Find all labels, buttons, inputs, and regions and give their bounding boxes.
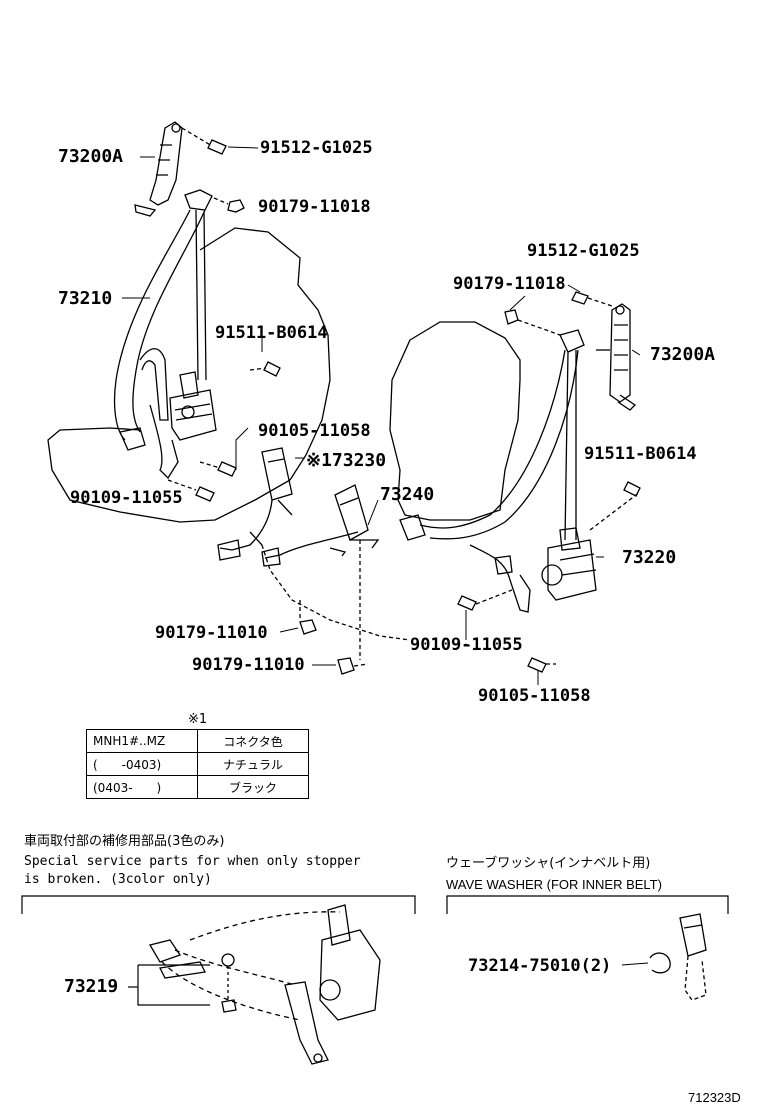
bolt-90105-right (527, 657, 547, 673)
bolt-91512-left (207, 139, 227, 155)
left-retractor (169, 371, 217, 441)
buckle-173230 (217, 447, 293, 561)
nut-90179-11018-right (504, 309, 519, 325)
left-seat-cushion (261, 544, 411, 641)
right-height-adjuster-73200A (596, 303, 637, 411)
label-90105-11058-left: 90105-11058 (258, 421, 371, 441)
table-header-row: MNH1#..MZ コネクタ色 (86, 729, 309, 753)
bolt-91511-left (263, 361, 281, 377)
right-belt-73220 (399, 329, 585, 613)
left-belt-73210 (113, 189, 213, 480)
label-91512-G1025-right: 91512-G1025 (527, 241, 640, 261)
right-seat-outline (389, 321, 521, 521)
table-cell: (0403- ) (86, 775, 198, 799)
table-row: ( -0403) ナチュラル (86, 752, 309, 776)
label-90109-11055-left: 90109-11055 (70, 488, 183, 508)
label-90105-11058-right: 90105-11058 (478, 686, 591, 706)
stopper-illustration (148, 904, 381, 1065)
wave-washer-bracket (446, 895, 729, 914)
note-service-en-1: Special service parts for when only stop… (24, 854, 361, 869)
label-90179-11018-left: 90179-11018 (258, 197, 371, 217)
bolt-90109-left (195, 486, 215, 502)
label-73200A-left: 73200A (58, 146, 124, 167)
footer-code: 712323D (688, 1090, 741, 1105)
table-header-cell: コネクタ色 (197, 729, 309, 753)
label-73200A-right: 73200A (650, 344, 716, 365)
label-73220: 73220 (622, 547, 677, 568)
nut-90179-11018-left (227, 199, 245, 213)
note-washer-jp: ウェーブワッシャ(インナベルト用) (446, 856, 651, 871)
bolt-91511-right (623, 481, 641, 497)
buckle-73240 (261, 484, 380, 567)
label-73210: 73210 (58, 288, 113, 309)
table-cell: ( -0403) (86, 752, 198, 776)
label-91511-B0614-left: 91511-B0614 (215, 323, 328, 343)
nut-90179-11010-a (299, 619, 317, 635)
table-cell: ナチュラル (197, 752, 309, 776)
label-91512-G1025-left: 91512-G1025 (260, 138, 373, 158)
left-seat-outline (47, 227, 331, 523)
label-91511-B0614-right: 91511-B0614 (584, 444, 697, 464)
connector-color-table: MNH1#..MZ コネクタ色 ( -0403) ナチュラル (0403- ) … (86, 729, 309, 799)
label-173230: ※173230 (306, 450, 387, 471)
note-service-en-2: is broken. (3color only) (24, 872, 212, 887)
label-73214-75010: 73214-75010(2) (468, 956, 612, 976)
note-washer-en: WAVE WASHER (FOR INNER BELT) (446, 877, 662, 892)
bolt-90105-left (217, 461, 237, 477)
label-90179-11010-b: 90179-11010 (192, 655, 305, 675)
table-header-cell: MNH1#..MZ (86, 729, 198, 753)
label-73219-bracket (137, 964, 210, 1006)
wave-washer-illustration (621, 913, 707, 1001)
label-90179-11010-a: 90179-11010 (155, 623, 268, 643)
label-90179-11018-right: 90179-11018 (453, 274, 566, 294)
bolt-90109-right (457, 595, 477, 611)
nut-90179-11010-b (337, 657, 355, 675)
table-cell: ブラック (197, 775, 309, 799)
label-73240: 73240 (380, 484, 435, 505)
label-73219: 73219 (64, 976, 119, 997)
bolt-91512-right (571, 291, 589, 305)
service-parts-bracket (21, 895, 416, 914)
label-90109-11055-right: 90109-11055 (410, 635, 523, 655)
left-height-adjuster-73200A (134, 121, 183, 217)
table-mark: ※1 (188, 712, 208, 727)
table-row: (0403- ) ブラック (86, 775, 309, 799)
right-retractor (541, 527, 597, 601)
note-service-jp: 車両取付部の補修用部品(3色のみ) (24, 834, 225, 849)
